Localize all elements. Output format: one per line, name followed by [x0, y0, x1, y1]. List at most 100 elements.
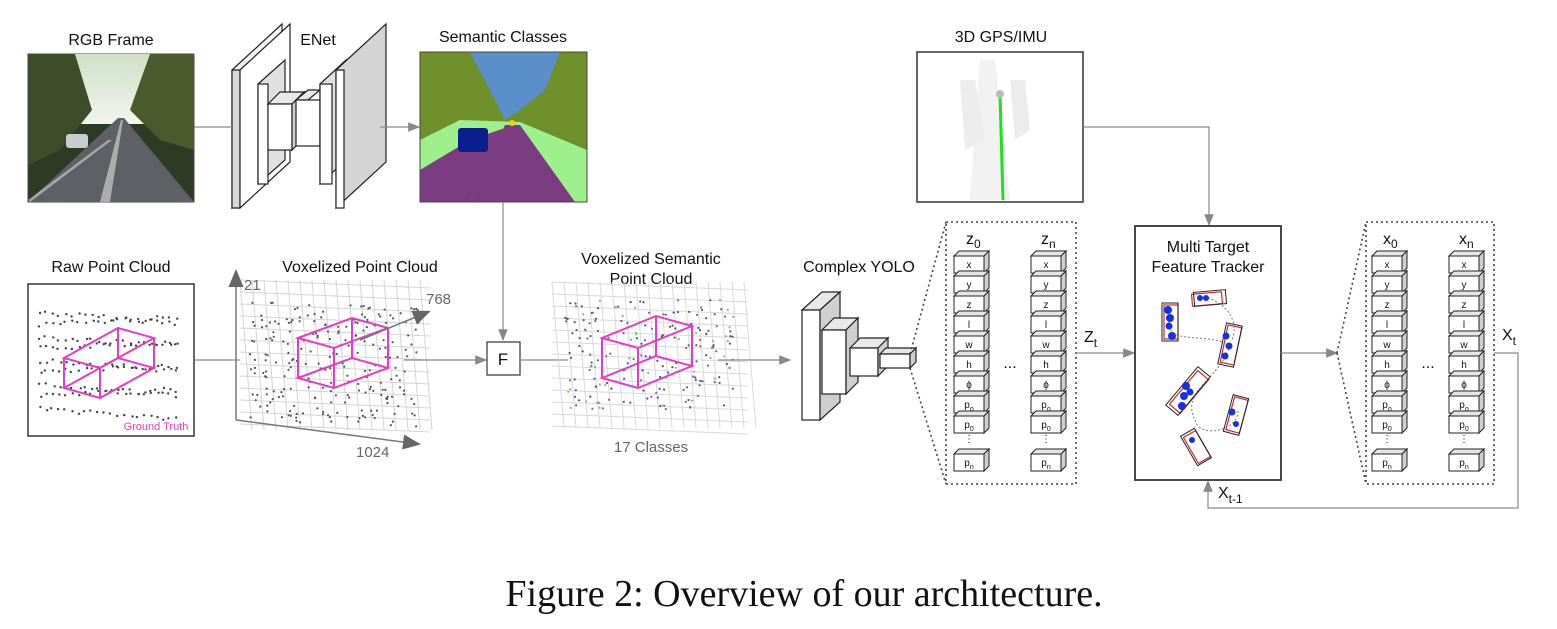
point: [698, 328, 702, 332]
point: [91, 387, 94, 391]
grid-line: [551, 281, 749, 291]
cell-top: [1029, 410, 1068, 417]
point: [69, 370, 72, 374]
point: [621, 314, 624, 317]
point: [175, 416, 178, 419]
point: [44, 382, 47, 385]
point: [384, 321, 388, 324]
point: [52, 322, 55, 325]
point: [349, 304, 352, 307]
point: [298, 320, 301, 323]
z0-label: z0: [966, 231, 981, 251]
point: [360, 305, 363, 308]
point: [713, 381, 716, 384]
point: [682, 388, 685, 391]
point: [667, 371, 670, 374]
point: [95, 342, 99, 345]
cell-side: [983, 329, 990, 355]
point: [354, 321, 357, 324]
point: [322, 410, 325, 413]
point: [578, 344, 581, 348]
point: [712, 344, 715, 347]
point: [404, 348, 407, 351]
point: [728, 326, 731, 329]
point: [581, 350, 584, 353]
cell-label: po: [1459, 400, 1469, 413]
point: [63, 394, 67, 397]
point: [51, 369, 55, 372]
axis-21-label: 21: [244, 277, 261, 294]
cell-side: [1401, 409, 1408, 435]
point: [71, 319, 74, 322]
vertical-ellipsis: ⋮: [1382, 434, 1392, 445]
point: [274, 320, 277, 323]
point: [65, 313, 68, 316]
point: [264, 375, 267, 378]
point: [265, 325, 268, 328]
point: [718, 376, 721, 379]
point: [264, 353, 267, 356]
point: [595, 401, 599, 404]
grid-line: [551, 413, 749, 423]
cell-label: z: [1044, 300, 1049, 311]
point: [656, 396, 659, 399]
cell-side: [983, 249, 990, 275]
point: [162, 368, 166, 371]
cell-top: [1447, 310, 1486, 317]
point: [49, 407, 53, 410]
z-ellipsis: ...: [1003, 355, 1016, 372]
point: [157, 364, 160, 368]
point: [406, 355, 409, 358]
point: [167, 316, 171, 319]
cell-label: z: [1385, 300, 1390, 311]
point: [56, 347, 59, 350]
point: [722, 404, 726, 407]
point: [161, 391, 164, 394]
point: [85, 366, 89, 370]
point: [60, 361, 63, 364]
point: [162, 418, 165, 421]
point: [169, 388, 172, 391]
point: [699, 379, 702, 382]
point: [288, 409, 292, 413]
grid-line: [695, 281, 709, 429]
cell-label: z: [967, 300, 972, 311]
point: [157, 391, 160, 394]
cell-side: [1401, 289, 1408, 315]
point: [291, 359, 294, 362]
point: [674, 327, 677, 330]
point: [161, 316, 164, 319]
point: [687, 398, 690, 402]
point: [282, 340, 285, 343]
point: [270, 301, 273, 304]
point: [358, 389, 361, 392]
grid-line: [623, 281, 637, 429]
cell-label: w: [1041, 340, 1050, 351]
point: [299, 421, 302, 424]
point: [664, 313, 668, 316]
point: [248, 353, 252, 356]
point: [626, 321, 629, 325]
cell-side: [1060, 389, 1067, 415]
point: [629, 338, 633, 341]
point: [388, 356, 392, 359]
cell-top: [1447, 390, 1486, 397]
point: [135, 367, 138, 370]
point: [590, 361, 593, 364]
point: [277, 322, 280, 325]
point: [249, 416, 252, 419]
grid-line: [239, 423, 431, 433]
point: [289, 414, 292, 417]
point: [662, 313, 665, 316]
grid-line: [611, 281, 625, 429]
point: [360, 313, 364, 316]
point: [588, 368, 591, 372]
point: [125, 392, 128, 396]
cell-label: p0: [1382, 420, 1392, 433]
point: [658, 387, 661, 390]
point: [356, 321, 359, 324]
point: [668, 325, 672, 328]
point: [711, 339, 715, 343]
point: [79, 387, 83, 390]
